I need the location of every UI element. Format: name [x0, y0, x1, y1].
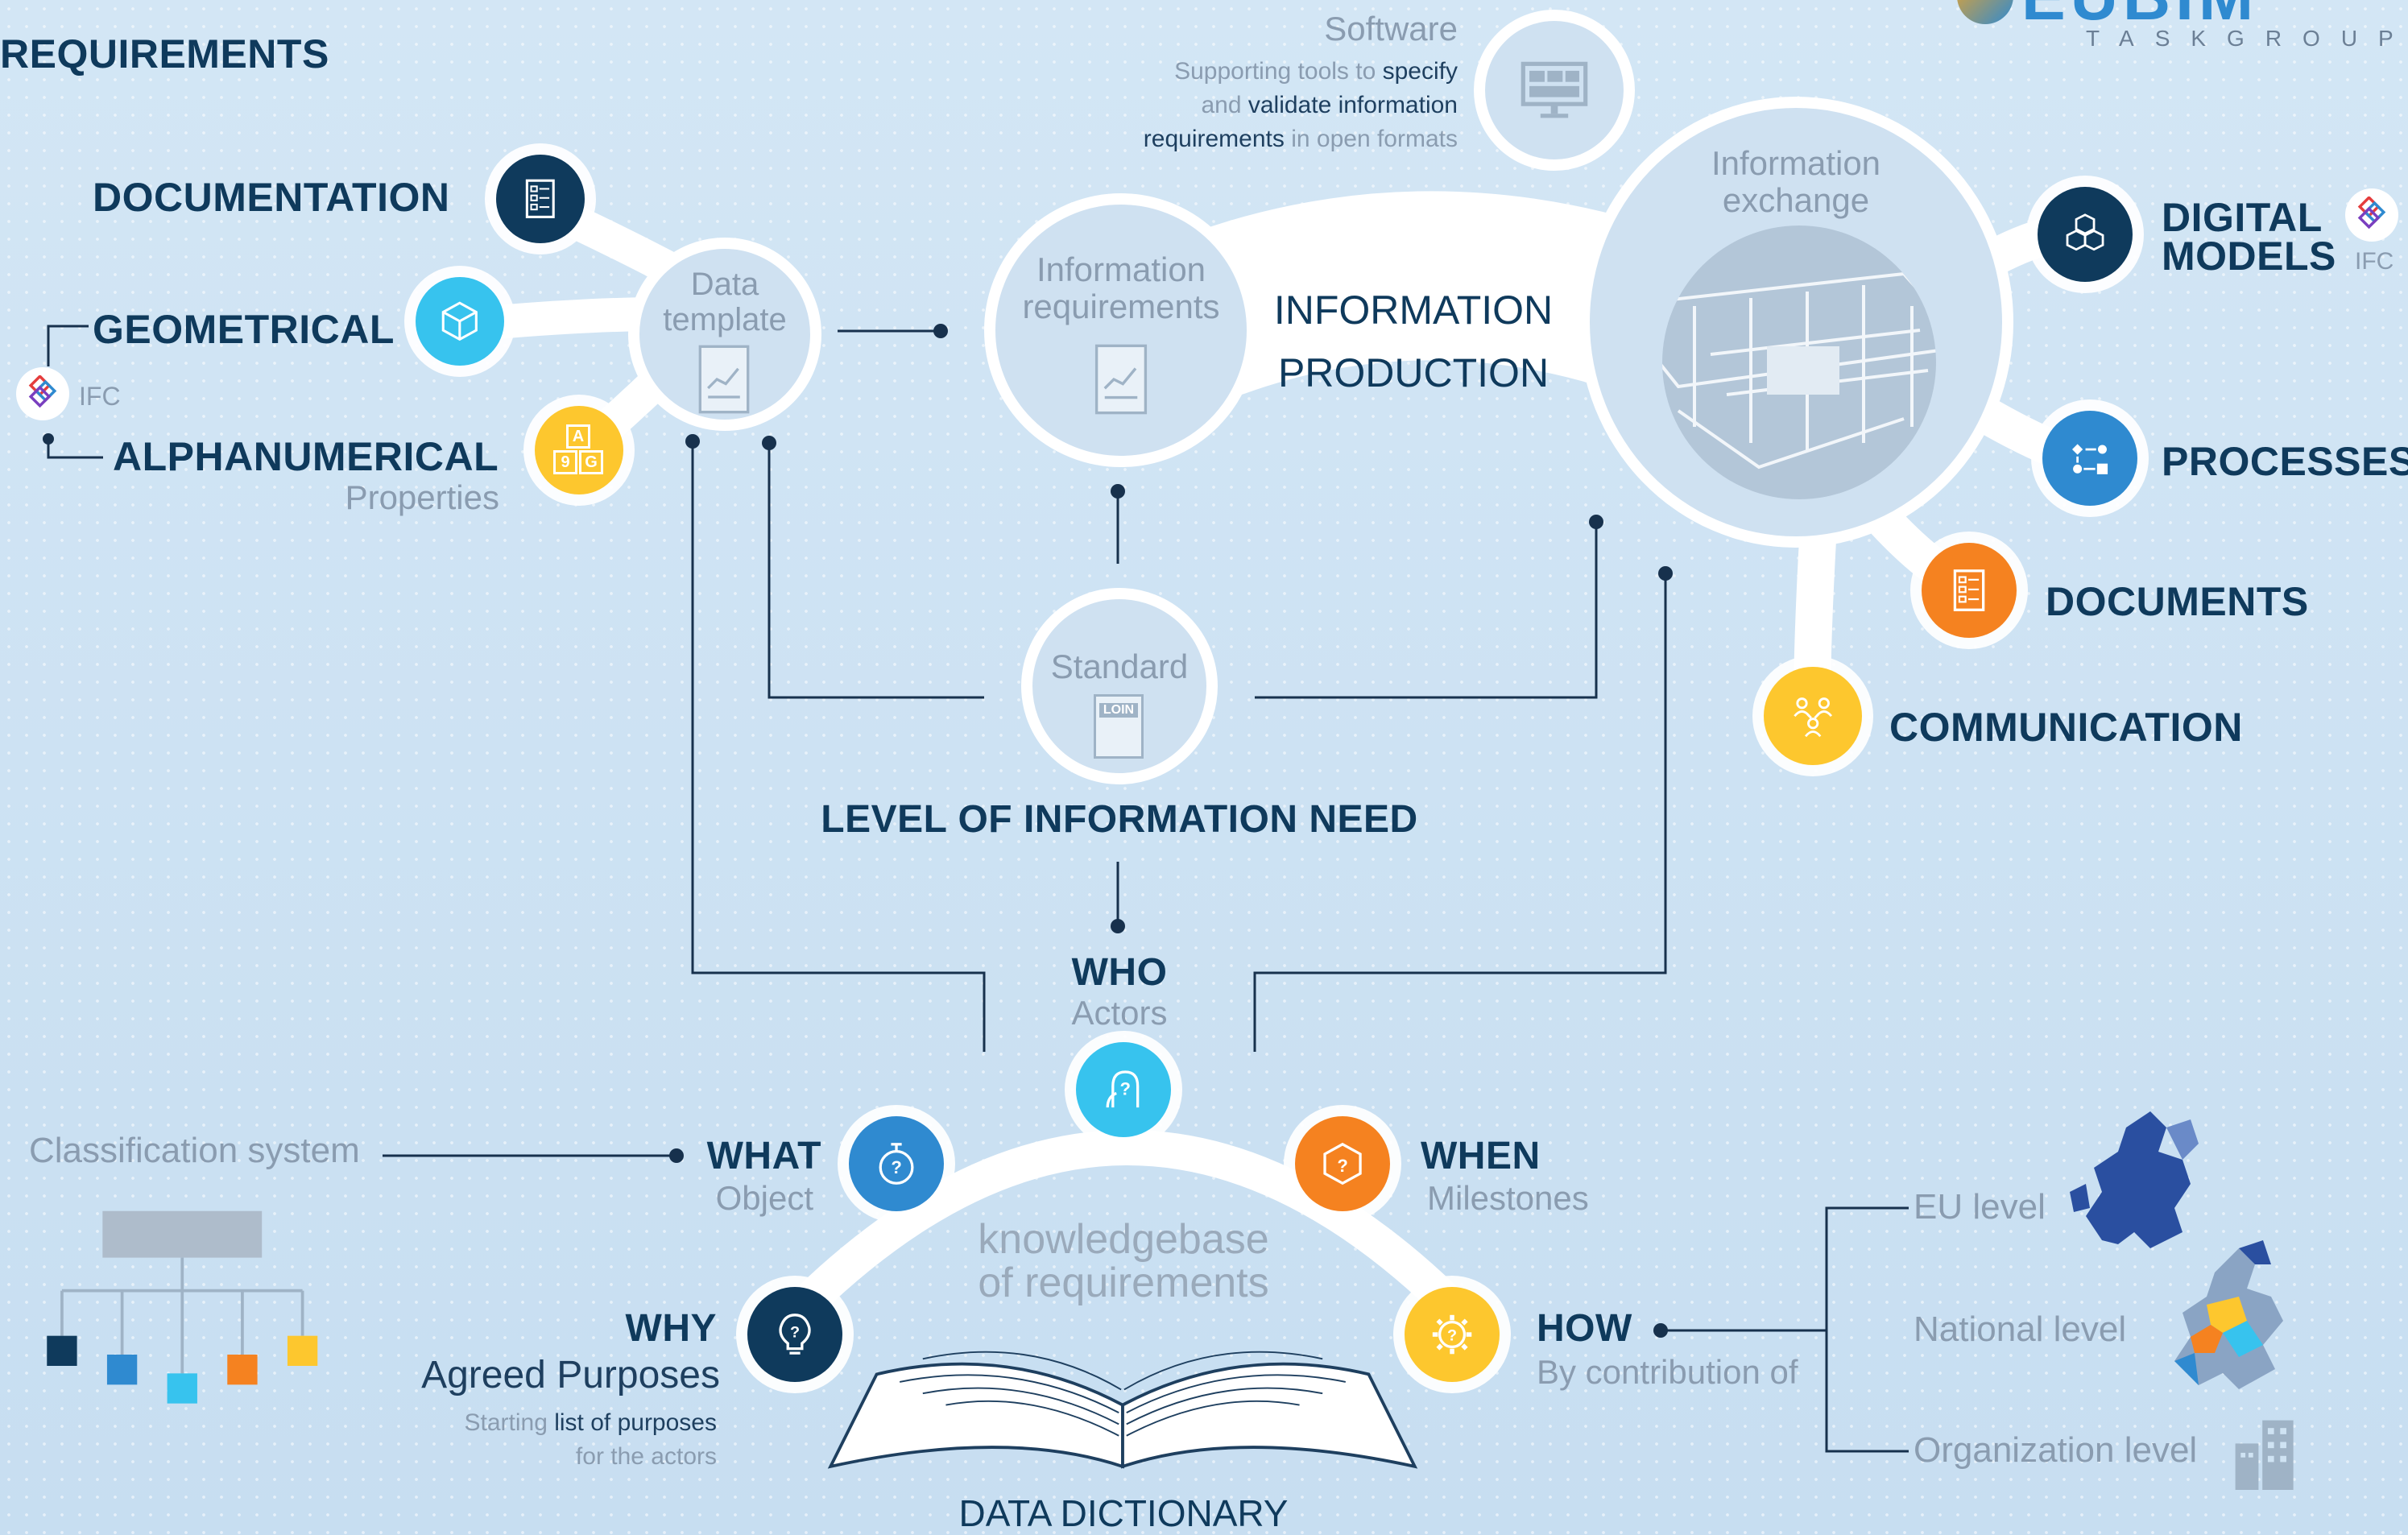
- monitor-icon: [1521, 61, 1588, 118]
- classification-label: Classification system: [29, 1131, 360, 1170]
- software-line-3: requirements in open formats: [1143, 126, 1458, 152]
- standard-label: Standard: [1050, 648, 1189, 685]
- svg-text:?: ?: [790, 1323, 800, 1341]
- ifc-icon: [2357, 197, 2386, 230]
- loin-title: LEVEL OF INFORMATION NEED: [821, 798, 1418, 841]
- chart-document-icon: [1094, 344, 1148, 415]
- what-label: WHAT: [706, 1135, 821, 1177]
- logo-mark-icon: [1957, 0, 2013, 24]
- why-note-line-2: for the actors: [575, 1443, 717, 1470]
- how-sublabel: By contribution of: [1537, 1353, 1798, 1391]
- who-label: WHO: [1071, 951, 1168, 994]
- ifc-label-right: IFC: [2355, 248, 2394, 275]
- what-icon: ?: [849, 1116, 944, 1211]
- geometrical-label: GEOMETRICAL: [93, 307, 395, 352]
- classification-node: [47, 1335, 77, 1366]
- building-structure-icon: [1662, 271, 1936, 470]
- loin-document-icon: LOIN: [1094, 694, 1144, 759]
- how-icon: ?: [1405, 1287, 1500, 1382]
- data-dictionary-title: DATA DICTIONARY: [958, 1492, 1289, 1534]
- why-icon: ?: [747, 1287, 842, 1382]
- documentation-icon: [496, 155, 585, 243]
- when-label: WHEN: [1421, 1135, 1541, 1177]
- open-book-icon: [827, 1351, 1418, 1469]
- communication-label: COMMUNICATION: [1889, 705, 2243, 750]
- alphanumerical-label: ALPHANUMERICAL: [113, 434, 499, 479]
- ifc-logo-left: [16, 367, 69, 420]
- classification-node: [287, 1335, 318, 1366]
- who-icon: ?: [1076, 1042, 1171, 1137]
- block-a: A: [566, 424, 590, 449]
- processes-label: PROCESSES: [2162, 439, 2408, 484]
- building-model-image: [1662, 225, 1936, 499]
- processes-icon: [2042, 411, 2137, 506]
- documents-icon: [1922, 543, 2017, 638]
- classification-tree-icon: [47, 1210, 318, 1404]
- when-icon: ?: [1295, 1116, 1390, 1211]
- geometrical-icon: [416, 277, 504, 366]
- svg-text:?: ?: [1447, 1327, 1457, 1345]
- organization-building-icon: [2235, 1420, 2294, 1490]
- communication-icon: [1764, 667, 1862, 765]
- digital-models-icon: [2038, 187, 2133, 282]
- classification-node: [227, 1355, 258, 1385]
- why-note-line-1: Starting list of purposes: [464, 1409, 717, 1436]
- loin-doc-label: LOIN: [1099, 703, 1138, 718]
- who-sublabel: Actors: [1071, 994, 1168, 1032]
- logo-subtext: TASKGROUP: [2086, 26, 2408, 51]
- what-sublabel: Object: [715, 1179, 813, 1217]
- software-title: Software: [1324, 10, 1458, 48]
- letter-blocks-icon: A 9 G: [553, 424, 605, 476]
- properties-label: Properties: [345, 478, 499, 516]
- organization-level-label: Organization level: [1914, 1430, 2198, 1470]
- classification-node: [167, 1373, 197, 1404]
- how-label: HOW: [1537, 1307, 1632, 1350]
- chart-document-icon: [698, 345, 750, 414]
- national-map-icon: [2174, 1240, 2283, 1389]
- classification-node: [106, 1355, 138, 1385]
- why-label: WHY: [625, 1307, 717, 1350]
- svg-text:?: ?: [891, 1157, 901, 1177]
- ifc-icon: [28, 375, 57, 408]
- block-g: G: [579, 450, 603, 474]
- software-line-1: Supporting tools to specify: [1174, 58, 1458, 85]
- documentation-label: DOCUMENTATION: [93, 175, 450, 220]
- standard-bubble: Standard LOIN: [1021, 588, 1218, 784]
- ifc-label-left: IFC: [79, 382, 121, 411]
- svg-text:?: ?: [1337, 1156, 1347, 1176]
- eubim-logo: EUBIM TASKGROUP: [1957, 0, 2408, 64]
- page-title: REQUIREMENTS: [0, 31, 329, 77]
- software-line-2: and validate information: [1201, 92, 1458, 118]
- eu-level-label: EU level: [1914, 1187, 2046, 1227]
- ifc-logo-right: [2345, 188, 2398, 242]
- logo-text: EUBIM: [2021, 0, 2258, 35]
- when-sublabel: Milestones: [1427, 1179, 1589, 1217]
- national-level-label: National level: [1914, 1310, 2127, 1349]
- alphanumerical-icon: A 9 G: [535, 406, 623, 494]
- why-sublabel: Agreed Purposes: [421, 1354, 720, 1396]
- block-9: 9: [553, 450, 577, 474]
- documents-label: DOCUMENTS: [2046, 579, 2309, 624]
- eu-map-icon: [2070, 1111, 2199, 1248]
- svg-text:?: ?: [1119, 1079, 1130, 1099]
